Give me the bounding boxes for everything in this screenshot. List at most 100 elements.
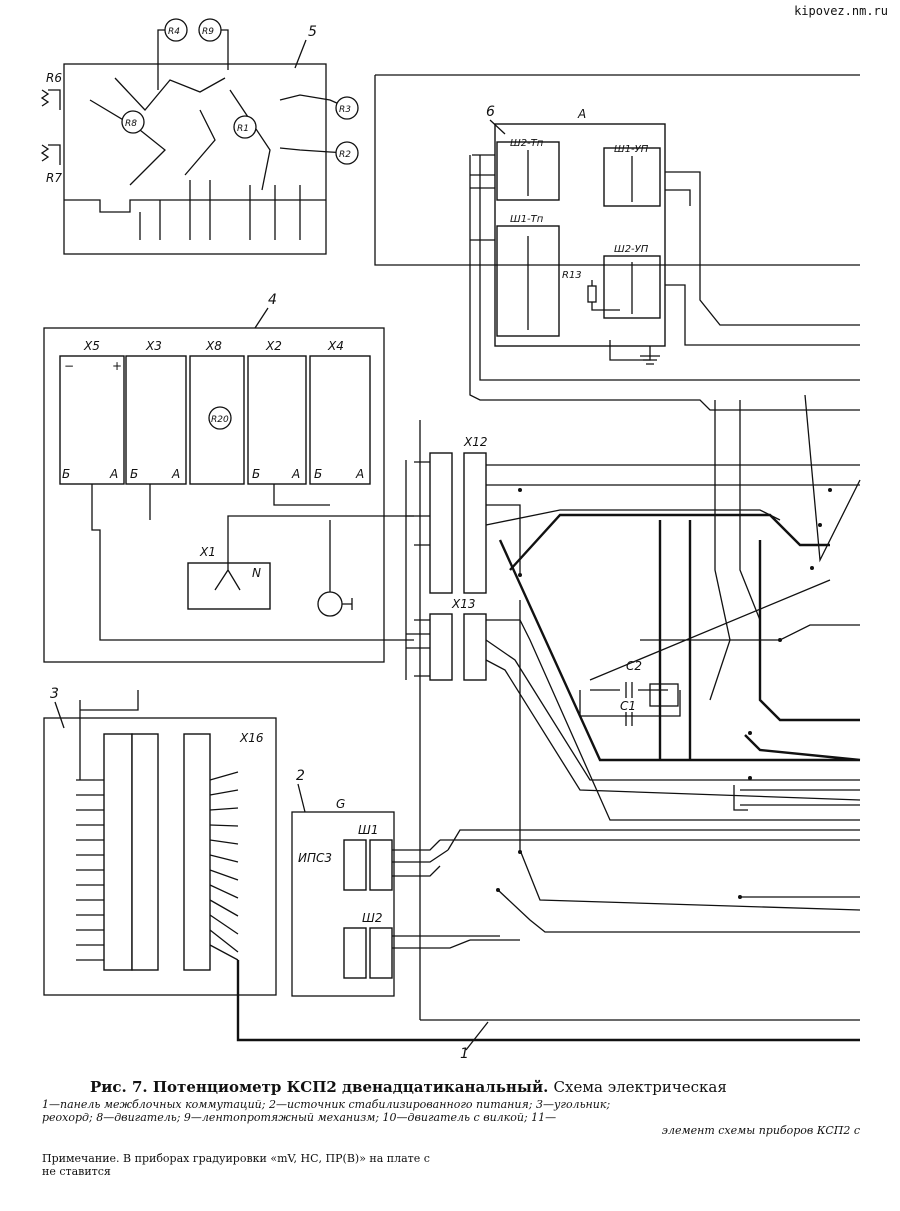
x13-out-wires bbox=[485, 619, 861, 821]
note-line-2: не ставится bbox=[42, 1165, 111, 1178]
block-5-wire-c bbox=[229, 89, 271, 191]
x5-plus: + bbox=[112, 359, 122, 373]
block-g-frame bbox=[291, 811, 395, 997]
r6-label: R6 bbox=[46, 71, 62, 85]
x12-x13-in-leads bbox=[406, 461, 430, 677]
figure-legend: 1—панель межблочных коммутаций; 2—источн… bbox=[42, 1098, 860, 1137]
r8-label: R8 bbox=[125, 119, 137, 129]
x13-left-strip bbox=[429, 613, 453, 681]
callout-6-leader bbox=[489, 119, 506, 135]
r9-label: R9 bbox=[202, 27, 214, 37]
site-watermark: kipovez.nm.ru bbox=[794, 4, 888, 18]
x5-a: А bbox=[109, 467, 118, 481]
junction-88 bbox=[738, 895, 742, 899]
circuit-diagram: R4 R9 R6 R7 R8 R1 R3 R2 5 А Ш2-Тп Ш1-УП … bbox=[40, 18, 861, 1062]
r3-circle bbox=[335, 96, 359, 120]
sh2-up-label: Ш2-УП bbox=[614, 244, 649, 255]
sh1-left-strip bbox=[343, 839, 367, 891]
x4-a: А bbox=[355, 467, 364, 481]
block-4: R20 Х5 Х3 Х8 Х2 Х4 − + Б А Б А Б А Б А Х… bbox=[43, 327, 414, 663]
x3-label: Х3 bbox=[145, 339, 162, 353]
c-wiring bbox=[579, 689, 681, 717]
block-a-dividers bbox=[527, 150, 633, 330]
sh2-tp-label: Ш2-Тп bbox=[510, 138, 544, 149]
figure-note: Примечание. В приборах градуировки «mV, … bbox=[42, 1152, 860, 1178]
x16-label: Х16 bbox=[239, 731, 264, 745]
heavy-wires-2 bbox=[498, 539, 861, 762]
x5-b: Б bbox=[62, 467, 70, 481]
r3-label: R3 bbox=[339, 105, 351, 115]
g-outgoing bbox=[440, 829, 860, 941]
figure-caption: Рис. 7. Потенциометр КСП2 двенадцатикана… bbox=[90, 1078, 860, 1096]
capacitor-area: С2 С1 bbox=[579, 579, 860, 726]
x4-terminal bbox=[309, 355, 371, 485]
junction-dots bbox=[496, 488, 832, 899]
callout-1-leader bbox=[465, 1021, 489, 1051]
block-3-feed bbox=[79, 690, 139, 780]
x12-label: Х12 bbox=[463, 435, 488, 449]
x5-label: Х5 bbox=[83, 339, 100, 353]
block-3-bus bbox=[236, 960, 860, 1042]
ground-terminal-lead bbox=[329, 520, 353, 610]
heavy-wires-1 bbox=[509, 513, 860, 760]
x12-left-strip bbox=[429, 452, 453, 594]
legend-line-3: элемент схемы приборов КСП2 с bbox=[661, 1124, 860, 1137]
ground-link bbox=[609, 340, 651, 361]
x5-terminal bbox=[59, 355, 125, 485]
sh1-tp-label: Ш1-Тп bbox=[510, 214, 544, 225]
motor-79-wires bbox=[733, 785, 860, 811]
x13-right-strip bbox=[463, 613, 487, 681]
x16-strip-2 bbox=[131, 733, 159, 971]
junction-56 bbox=[828, 488, 832, 492]
r13-label: R13 bbox=[562, 270, 582, 281]
x13-label: Х13 bbox=[451, 597, 476, 611]
junction-67 bbox=[518, 573, 522, 577]
r2-label: R2 bbox=[339, 150, 351, 160]
r20-circle bbox=[208, 406, 232, 430]
x2-terminal bbox=[247, 355, 307, 485]
legend-line-1: 1—панель межблочных коммутаций; 2—источн… bbox=[42, 1098, 611, 1111]
note-line-1: Примечание. В приборах градуировки «mV, … bbox=[42, 1152, 430, 1165]
block-5-strip bbox=[64, 199, 326, 213]
r20-label: R20 bbox=[211, 415, 229, 425]
x16-right-pins bbox=[209, 771, 239, 961]
sh2-out-wires bbox=[392, 935, 471, 949]
c-long-wires bbox=[589, 579, 860, 681]
callout-3: 3 bbox=[50, 686, 59, 702]
block-a-wires-3 bbox=[469, 155, 860, 411]
callout-4: 4 bbox=[268, 292, 277, 308]
x2-b: Б bbox=[252, 467, 260, 481]
block-a-label: А bbox=[577, 107, 586, 121]
block-g: G ИПС3 Ш1 Ш2 bbox=[291, 797, 860, 997]
junction-87 bbox=[518, 850, 522, 854]
c-box bbox=[649, 683, 679, 707]
callout-1: 1 bbox=[460, 1046, 469, 1062]
block-4-frame bbox=[43, 327, 385, 663]
x3-a: А bbox=[171, 467, 180, 481]
r13-leads bbox=[591, 280, 620, 311]
junction-77 bbox=[748, 731, 752, 735]
caption-title: Рис. 7. Потенциометр КСП2 двенадцатикана… bbox=[90, 1078, 549, 1096]
block-5-wire-b bbox=[89, 99, 166, 186]
ips3-label: ИПС3 bbox=[298, 851, 332, 865]
block-a-wires-2 bbox=[470, 189, 860, 346]
r8-circle bbox=[121, 110, 145, 134]
r7-label: R7 bbox=[46, 171, 62, 185]
x16-left-pins bbox=[76, 779, 104, 961]
block-3: Х16 bbox=[43, 690, 860, 1042]
block-a: А Ш2-Тп Ш1-УП Ш1-Тп Ш2-УП R13 bbox=[494, 107, 666, 365]
sh2-right-strip bbox=[369, 927, 393, 979]
x2-label: Х2 bbox=[265, 339, 282, 353]
x16-strip-3 bbox=[183, 733, 211, 971]
x3-b: Б bbox=[130, 467, 138, 481]
x12-x13: Х12 Х13 bbox=[405, 420, 861, 1020]
r4-r9-leads bbox=[157, 29, 229, 90]
junction-57 bbox=[818, 523, 822, 527]
r1-label: R1 bbox=[237, 124, 249, 134]
sh1-label: Ш1 bbox=[358, 823, 378, 837]
callout-4-leader bbox=[254, 307, 269, 329]
c2-label: С2 bbox=[626, 659, 642, 673]
block-5-resistor-leads bbox=[48, 89, 61, 165]
r4-label: R4 bbox=[168, 27, 180, 37]
